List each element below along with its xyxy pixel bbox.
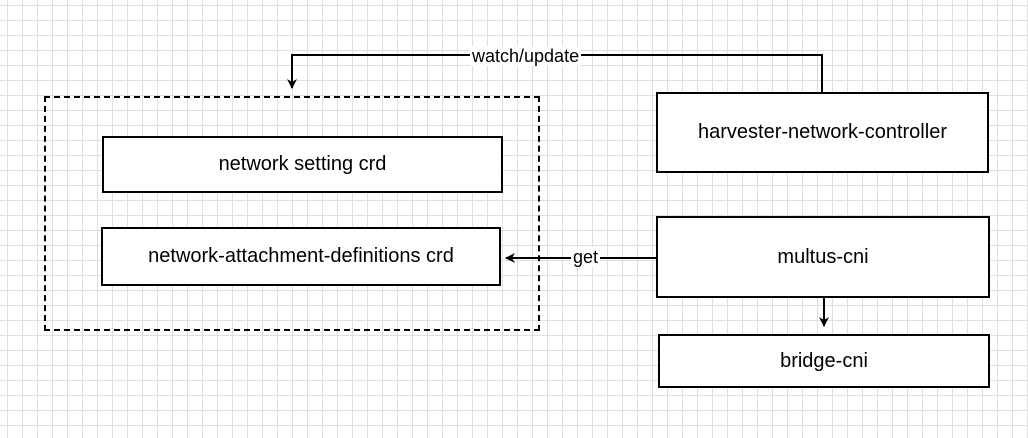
watch-update-label: watch/update bbox=[470, 46, 582, 66]
network-setting-crd-node[interactable]: network setting crd bbox=[102, 136, 503, 193]
bridge-cni-label: bridge-cni bbox=[780, 349, 868, 372]
multus-cni-label: multus-cni bbox=[777, 245, 869, 268]
harvester-network-controller-label: harvester-network-controller bbox=[698, 121, 947, 143]
network-attachment-definitions-crd-node[interactable]: network-attachment-definitions crd bbox=[101, 227, 501, 286]
bridge-cni-node[interactable]: bridge-cni bbox=[658, 334, 990, 388]
network-setting-crd-label: network setting crd bbox=[218, 153, 387, 175]
harvester-network-controller-node[interactable]: harvester-network-controller bbox=[656, 92, 989, 173]
network-attachment-definitions-crd-label: network-attachment-definitions crd bbox=[148, 245, 454, 267]
multus-cni-node[interactable]: multus-cni bbox=[656, 216, 990, 298]
get-label: get bbox=[571, 247, 601, 267]
crd-group-container bbox=[44, 96, 540, 331]
